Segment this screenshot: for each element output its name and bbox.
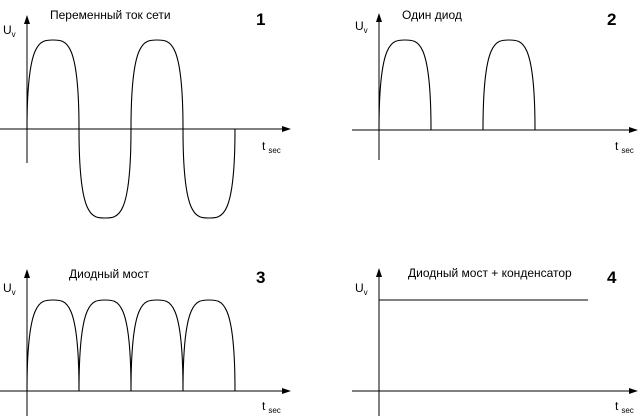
panel-2-x-label-sub: sec bbox=[621, 146, 633, 155]
panel-3-y-label-main: U bbox=[3, 281, 12, 295]
panel-2-y-label-main: U bbox=[355, 19, 364, 33]
panel-2-number: 2 bbox=[607, 10, 616, 29]
panel-3-title: Диодный мост bbox=[69, 267, 149, 281]
panel-4-title: Диодный мост + конденсатор bbox=[408, 266, 572, 280]
panel-2-y-axis-arrow bbox=[376, 13, 382, 22]
panel-3-number: 3 bbox=[256, 268, 265, 287]
panel-1-waveform bbox=[26, 39, 236, 219]
panel-1-number: 1 bbox=[256, 10, 265, 29]
panel-2-title: Один диод bbox=[402, 8, 462, 22]
panel-1-y-label-main: U bbox=[3, 23, 12, 37]
panel-2-y-label: Uv bbox=[355, 19, 368, 35]
panel-1-title: Переменный ток сети bbox=[50, 8, 171, 22]
panel-3-x-axis-arrow bbox=[282, 388, 291, 394]
panel-4-y-label-main: U bbox=[355, 281, 364, 295]
panel-4-y-label: Uv bbox=[355, 281, 368, 297]
panel-3-y-label: Uv bbox=[3, 281, 16, 297]
panel-1-y-label: Uv bbox=[3, 23, 16, 39]
panel-1-x-label-sub: sec bbox=[268, 146, 280, 155]
panel-3-y-label-sub: v bbox=[12, 288, 16, 297]
panel-4-x-label-sub: sec bbox=[621, 406, 633, 415]
panel-2-x-axis-arrow bbox=[629, 127, 638, 133]
panel-4-x-axis-arrow bbox=[629, 388, 638, 394]
panel-1-y-axis-arrow bbox=[24, 15, 30, 24]
panel-3-x-label-sub: sec bbox=[268, 406, 280, 415]
panel-4-y-axis-arrow bbox=[376, 268, 382, 277]
panel-1-y-label-sub: v bbox=[12, 30, 16, 39]
panel-4-y-label-sub: v bbox=[364, 288, 368, 297]
panel-2-y-label-sub: v bbox=[364, 26, 368, 35]
panel-4-number: 4 bbox=[607, 268, 617, 287]
panel-2-x-label-main: t bbox=[615, 139, 619, 153]
panel-3-y-axis-arrow bbox=[24, 269, 30, 278]
panel-4-x-label-main: t bbox=[615, 399, 619, 413]
panel-2-waveform bbox=[378, 39, 536, 131]
panel-3-waveform bbox=[26, 299, 236, 392]
panel-3-x-label-main: t bbox=[262, 399, 266, 413]
panel-1-x-axis-arrow bbox=[282, 126, 291, 132]
panel-1-x-label-main: t bbox=[262, 139, 266, 153]
